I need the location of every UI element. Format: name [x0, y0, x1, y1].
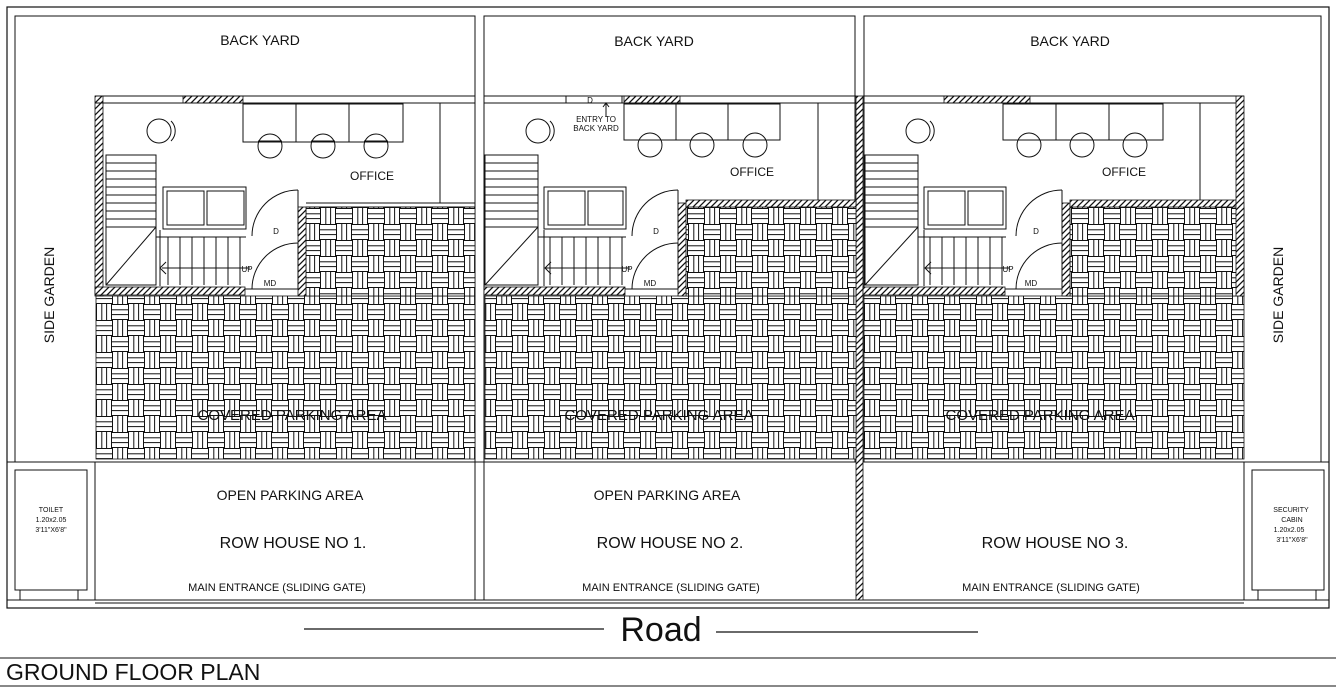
- house-name: ROW HOUSE NO 3.: [982, 535, 1129, 552]
- main-door-label: MD: [644, 279, 657, 288]
- toilet: [14, 469, 88, 601]
- main-door-label: MD: [264, 279, 277, 288]
- covered-parking-paving: [95, 295, 476, 460]
- security-cabin-size-metric: 1.20x2.05: [1274, 527, 1305, 534]
- back-yard-label: BACK YARD: [220, 32, 300, 48]
- door-label: D: [1033, 227, 1039, 236]
- security-cabin: [1251, 469, 1325, 601]
- window: [623, 95, 681, 104]
- office-label: OFFICE: [1102, 165, 1146, 179]
- back-yard-label: BACK YARD: [1030, 33, 1110, 49]
- main-door-label: MD: [1025, 279, 1038, 288]
- party-wall: [855, 95, 864, 601]
- stair-up-label: UP: [1002, 265, 1013, 274]
- toilet-size-metric: 1.20x2.05: [36, 517, 67, 524]
- side-garden-left-label: SIDE GARDEN: [41, 247, 57, 343]
- house-name: ROW HOUSE NO 1.: [220, 535, 367, 552]
- entrance-label: MAIN ENTRANCE (SLIDING GATE): [582, 582, 760, 594]
- road-label: Road: [620, 611, 701, 649]
- door-label: D: [273, 227, 279, 236]
- covered-parking-paving: [863, 295, 1245, 460]
- open-parking-label: OPEN PARKING AREA: [217, 487, 364, 503]
- house-name: ROW HOUSE NO 2.: [597, 535, 744, 552]
- side-garden-right-label: SIDE GARDEN: [1270, 247, 1286, 343]
- security-cabin-size-imperial: 3'11"X6'8": [1276, 537, 1308, 544]
- covered-parking-label: COVERED PARKING AREA: [198, 407, 387, 424]
- office-label: OFFICE: [730, 165, 774, 179]
- wall: [94, 286, 246, 296]
- covered-parking-label: COVERED PARKING AREA: [946, 407, 1135, 424]
- security-cabin-label: CABIN: [1281, 517, 1302, 524]
- back-entry-label: BACK YARD: [573, 124, 619, 133]
- door-label: D: [653, 227, 659, 236]
- security-cabin-label: SECURITY: [1273, 507, 1309, 514]
- porch-paving: [305, 206, 476, 297]
- entrance-label: MAIN ENTRANCE (SLIDING GATE): [962, 582, 1140, 594]
- row-house-1: BACK YARD OFFICE D MD UP COVERED PARKING…: [94, 32, 476, 594]
- covered-parking-paving: [484, 295, 857, 460]
- wall: [483, 286, 626, 296]
- plan-title: GROUND FLOOR PLAN: [6, 659, 260, 685]
- office-label: OFFICE: [350, 169, 394, 183]
- wall: [94, 95, 104, 297]
- entrance-label: MAIN ENTRANCE (SLIDING GATE): [188, 582, 366, 594]
- porch-paving: [685, 206, 857, 297]
- toilet-size-imperial: 3'11"X6'8": [35, 527, 67, 534]
- row-house-2: BACK YARD D ENTRY TO BACK YARD OFFICE D …: [483, 33, 857, 594]
- wall: [297, 206, 307, 297]
- site-outline: [6, 6, 1330, 609]
- wall: [1069, 199, 1243, 208]
- wall: [677, 202, 687, 297]
- wall: [1061, 202, 1071, 297]
- window: [182, 95, 244, 104]
- open-parking-label: OPEN PARKING AREA: [594, 487, 741, 503]
- wall: [1235, 95, 1245, 297]
- stair-up-label: UP: [621, 265, 632, 274]
- row-house-3: BACK YARD OFFICE D MD UP COVERED PARKING…: [862, 33, 1245, 594]
- wall: [685, 199, 857, 208]
- wall: [862, 286, 1006, 296]
- covered-parking-label: COVERED PARKING AREA: [565, 407, 754, 424]
- back-door-label: D: [587, 96, 593, 105]
- back-yard-label: BACK YARD: [614, 33, 694, 49]
- back-entry-label: ENTRY TO: [576, 115, 616, 124]
- toilet-label: TOILET: [39, 507, 64, 514]
- stair-up-label: UP: [241, 265, 252, 274]
- porch-paving: [1069, 206, 1245, 297]
- window: [943, 95, 1031, 104]
